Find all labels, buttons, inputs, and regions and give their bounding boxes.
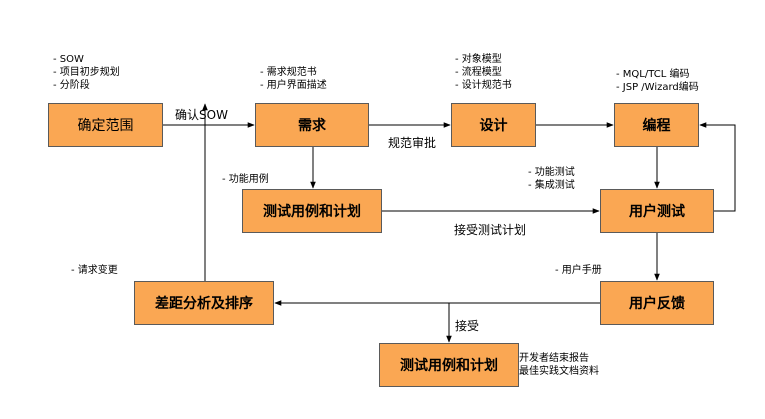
note-change-request: - 请求变更 bbox=[71, 264, 118, 277]
label-accept-test-plan: 接受测试计划 bbox=[454, 223, 527, 237]
note-line: - 功能用例 bbox=[222, 174, 269, 185]
note-line: - 请求变更 bbox=[71, 265, 118, 276]
note-line: - 流程模型 bbox=[455, 67, 502, 78]
label-confirm-sow: 确认SOW bbox=[175, 108, 228, 122]
note-user-test: - 功能测试 - 集成测试 bbox=[528, 166, 575, 192]
box-coding: 编程 bbox=[614, 103, 699, 147]
note-coding: - MQL/TCL 编码 - JSP /Wizard编码 bbox=[616, 68, 699, 94]
box-design: 设计 bbox=[451, 103, 536, 147]
note-line: 开发者结束报告 bbox=[519, 353, 589, 364]
box-user-test: 用户测试 bbox=[600, 189, 714, 233]
note-function-case: - 功能用例 bbox=[222, 173, 269, 186]
note-line: 最佳实践文档资料 bbox=[519, 366, 599, 377]
note-line: - 分阶段 bbox=[53, 80, 90, 91]
note-line: - 项目初步规划 bbox=[53, 67, 120, 78]
note-line: - JSP /Wizard编码 bbox=[616, 82, 699, 93]
box-user-feedback: 用户反馈 bbox=[600, 281, 714, 325]
note-user-manual: - 用户手册 bbox=[555, 264, 602, 277]
box-requirements: 需求 bbox=[255, 103, 369, 147]
box-scope: 确定范围 bbox=[48, 103, 163, 147]
box-gap-analysis: 差距分析及排序 bbox=[134, 281, 274, 325]
label-review-spec: 规范审批 bbox=[388, 136, 437, 150]
note-line: - 设计规范书 bbox=[455, 80, 512, 91]
arrow-user-test-loop-to-coding bbox=[699, 122, 736, 212]
note-line: - MQL/TCL 编码 bbox=[616, 69, 690, 80]
box-test-plan-top: 测试用例和计划 bbox=[242, 189, 382, 233]
note-requirements: - 需求规范书 - 用户界面描述 bbox=[260, 66, 327, 92]
note-final: 开发者结束报告 最佳实践文档资料 bbox=[519, 352, 599, 378]
note-line: - 对象模型 bbox=[455, 54, 502, 65]
note-design: - 对象模型 - 流程模型 - 设计规范书 bbox=[455, 53, 512, 92]
label-accept: 接受 bbox=[455, 319, 480, 333]
note-line: - 功能测试 bbox=[528, 167, 575, 178]
note-line: - 用户手册 bbox=[555, 265, 602, 276]
note-scope: - SOW - 项目初步规划 - 分阶段 bbox=[53, 53, 120, 92]
note-line: - 集成测试 bbox=[528, 180, 575, 191]
note-line: - 需求规范书 bbox=[260, 67, 317, 78]
box-test-plan-bottom: 测试用例和计划 bbox=[379, 343, 519, 387]
note-line: - SOW bbox=[53, 54, 84, 65]
note-line: - 用户界面描述 bbox=[260, 80, 327, 91]
